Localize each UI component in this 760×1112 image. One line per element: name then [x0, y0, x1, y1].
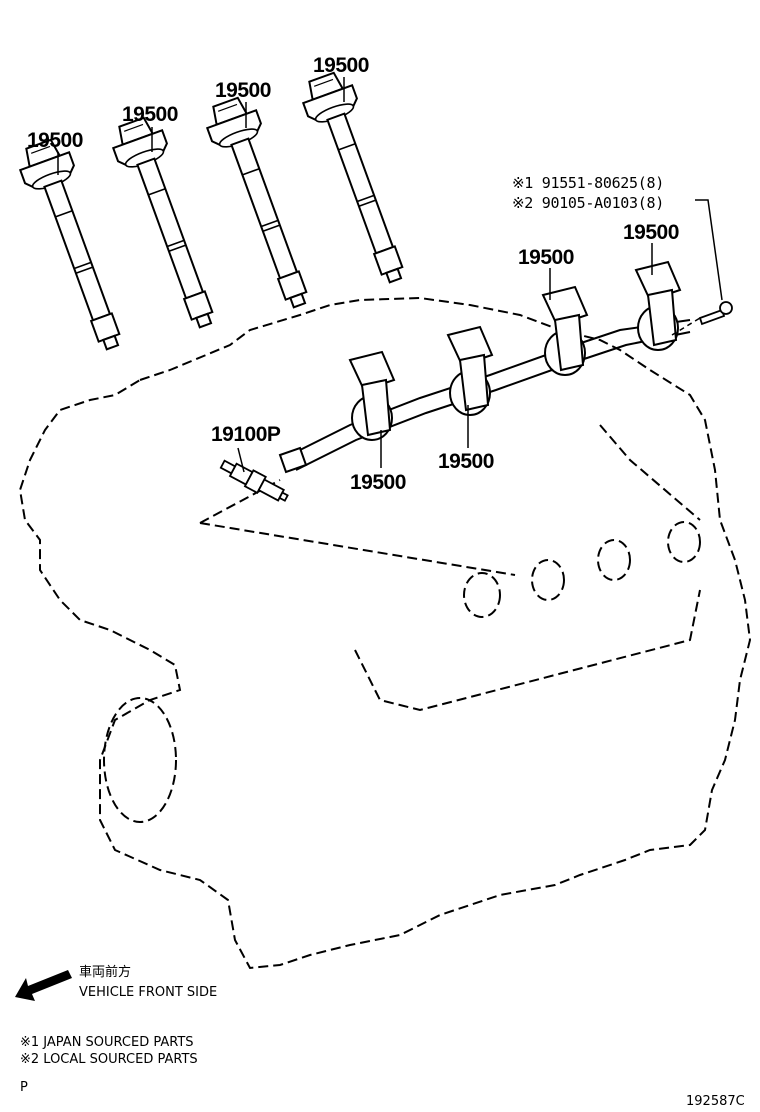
engine-outline — [18, 296, 752, 970]
footer-figure-number: 192587C — [686, 1094, 745, 1109]
callout-spark-plug: 19100P — [211, 423, 281, 446]
direction-label-en: VEHICLE FRONT SIDE — [79, 985, 218, 1000]
ignition-coil-1-drawing — [13, 134, 138, 358]
bolt-note-japan: ※1 91551-80625(8) — [512, 174, 664, 192]
bolt-dash-leader — [671, 317, 701, 336]
front-direction-arrow-icon — [15, 970, 72, 1001]
spark-plug-drawing — [219, 459, 289, 502]
coil-bolt — [698, 301, 733, 326]
callout-coil-3: 19500 — [215, 79, 271, 102]
direction-label-jp: 車両前方 — [79, 965, 132, 980]
ignition-coil-3-drawing — [200, 92, 325, 316]
legend-local-sourced: ※2 LOCAL SOURCED PARTS — [20, 1052, 198, 1067]
ignition-coil-2-drawing — [106, 112, 231, 336]
installed-coil-bank — [278, 260, 691, 474]
bolt-note-local: ※2 90105-A0103(8) — [512, 194, 664, 212]
callout-coil-2: 19500 — [122, 103, 178, 126]
legend-japan-sourced: ※1 JAPAN SOURCED PARTS — [20, 1035, 194, 1050]
footer-page-marker: P — [20, 1080, 28, 1095]
callout-coil-5: 19500 — [623, 221, 679, 244]
callout-coil-6: 19500 — [518, 246, 574, 269]
spark-plug-leader — [237, 447, 245, 473]
callout-coil-1: 19500 — [27, 129, 83, 152]
callout-coil-8: 19500 — [350, 471, 406, 494]
ignition-coil-4-drawing — [296, 67, 421, 291]
bolt-leader-line — [695, 199, 723, 301]
callout-coil-7: 19500 — [438, 450, 494, 473]
callout-leaders — [57, 77, 653, 468]
callout-coil-4: 19500 — [313, 54, 369, 77]
